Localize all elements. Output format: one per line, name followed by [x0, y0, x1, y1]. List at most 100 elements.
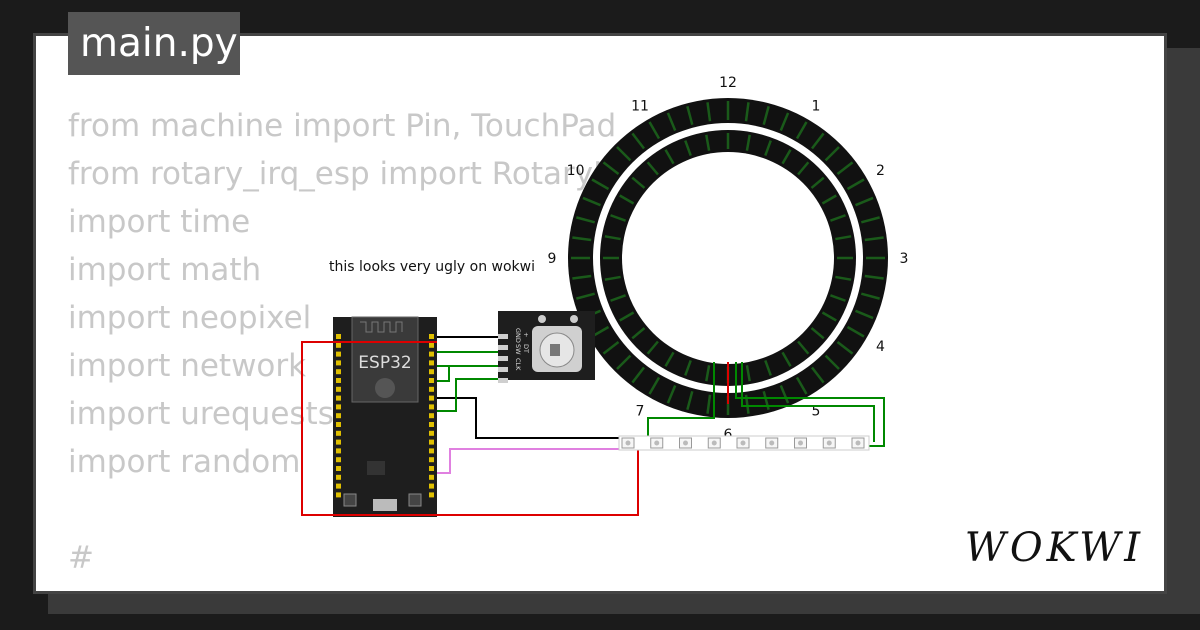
ring-led — [631, 176, 646, 189]
ring-led — [795, 121, 808, 140]
ring-led — [855, 196, 874, 207]
ring-led — [576, 292, 596, 300]
strip-pixel-dot — [711, 440, 717, 446]
led-strip[interactable] — [618, 435, 870, 451]
ring-led — [602, 341, 620, 355]
clock-label: 12 — [719, 75, 737, 91]
encoder-pin — [498, 345, 508, 350]
code-line: from machine import Pin, TouchPad — [68, 108, 617, 144]
board-pin — [336, 378, 341, 383]
code-line: # — [68, 540, 94, 576]
ring-led — [664, 351, 675, 367]
ring-led — [864, 236, 884, 242]
ring-led — [686, 106, 694, 126]
ring-led — [705, 134, 711, 151]
ring-led — [764, 140, 772, 157]
strip-pixel-dot — [654, 440, 660, 446]
encoder-pin-label: + — [522, 332, 530, 337]
ring-led — [619, 311, 635, 322]
ring-led — [836, 161, 854, 175]
board-pin — [429, 466, 434, 471]
ring-led — [824, 146, 840, 162]
board-pin — [429, 457, 434, 463]
ring-led — [860, 216, 880, 224]
board-pin — [336, 483, 341, 489]
strip-pixel-dot — [625, 440, 631, 446]
ring-led — [762, 106, 770, 126]
ring-led — [631, 366, 645, 384]
ring-led — [591, 178, 610, 191]
ring-led — [744, 102, 750, 122]
board-pin — [336, 351, 341, 357]
ring-led — [604, 275, 621, 281]
clock-label: 11 — [631, 99, 649, 115]
code-line: import network — [68, 348, 307, 384]
ring-led — [745, 134, 751, 151]
ring-led — [835, 235, 852, 241]
encoder-pin — [498, 356, 508, 361]
board-pin — [336, 422, 341, 427]
ring-led — [829, 294, 846, 302]
board-pin — [429, 360, 434, 366]
code-line: import math — [68, 252, 262, 288]
neopixel-ring[interactable]: 121234567891011 — [548, 75, 909, 443]
espressif-logo-icon — [375, 378, 395, 398]
encoder-pin — [498, 367, 508, 372]
ring-led — [829, 214, 846, 222]
ring-led — [664, 149, 675, 165]
board-pin — [429, 378, 434, 383]
strip-pixel-dot — [683, 440, 688, 446]
board-pin — [429, 430, 434, 436]
ring-led — [686, 390, 694, 410]
strip-pixels — [621, 437, 865, 449]
ring-led — [824, 354, 840, 370]
code-line: # ... ... ... ... ... ... — [68, 588, 380, 591]
board-pins-right — [429, 334, 434, 498]
board-pin — [429, 351, 434, 357]
wire-green[interactable] — [437, 378, 498, 412]
ring-led — [684, 140, 692, 157]
clock-label: 3 — [900, 251, 909, 267]
strip-pixel-dot — [798, 440, 803, 446]
wire-red[interactable] — [301, 341, 639, 516]
wokwi-logo[interactable]: WOKWI — [964, 525, 1144, 571]
board-pin — [429, 448, 434, 454]
encoder-pin — [498, 378, 508, 383]
rotary-encoder[interactable]: GND + SW DT CLK — [498, 311, 595, 383]
board-label: ESP32 — [358, 353, 411, 373]
board-pin — [336, 474, 341, 480]
boot-button[interactable] — [408, 493, 422, 507]
wire-green[interactable] — [741, 362, 875, 442]
board-pin — [336, 466, 341, 471]
en-button[interactable] — [343, 493, 357, 507]
board-pin — [429, 342, 434, 348]
board-pin — [336, 430, 341, 436]
wire-pink[interactable] — [437, 448, 628, 474]
board-pin — [429, 386, 434, 392]
clock-label: 5 — [812, 403, 821, 419]
board-pin — [336, 386, 341, 392]
wire-green[interactable] — [437, 365, 498, 382]
board-pin — [336, 413, 341, 419]
board-pin — [336, 334, 341, 339]
ring-led — [864, 274, 884, 280]
file-tab[interactable]: main.py — [68, 12, 240, 75]
diagram-caption: this looks very ugly on wokwi — [329, 259, 535, 275]
esp32-board[interactable]: ESP32 — [333, 316, 437, 517]
ring-led — [706, 394, 712, 414]
ring-led — [811, 366, 825, 384]
ring-led — [666, 385, 677, 404]
ring-led — [795, 376, 808, 395]
code-line: import neopixel — [68, 300, 312, 336]
board-pin — [336, 395, 341, 401]
code-line: import time — [68, 204, 251, 240]
ring-led — [781, 149, 792, 165]
board-pin — [429, 369, 434, 375]
board-pin — [429, 474, 434, 480]
ring-leds — [571, 101, 885, 415]
board-pin — [336, 369, 341, 375]
clock-label: 1 — [812, 99, 821, 115]
ring-led — [836, 341, 854, 355]
strip-pixel-dot — [740, 440, 746, 446]
encoder-pin-label: CLK — [514, 358, 522, 371]
